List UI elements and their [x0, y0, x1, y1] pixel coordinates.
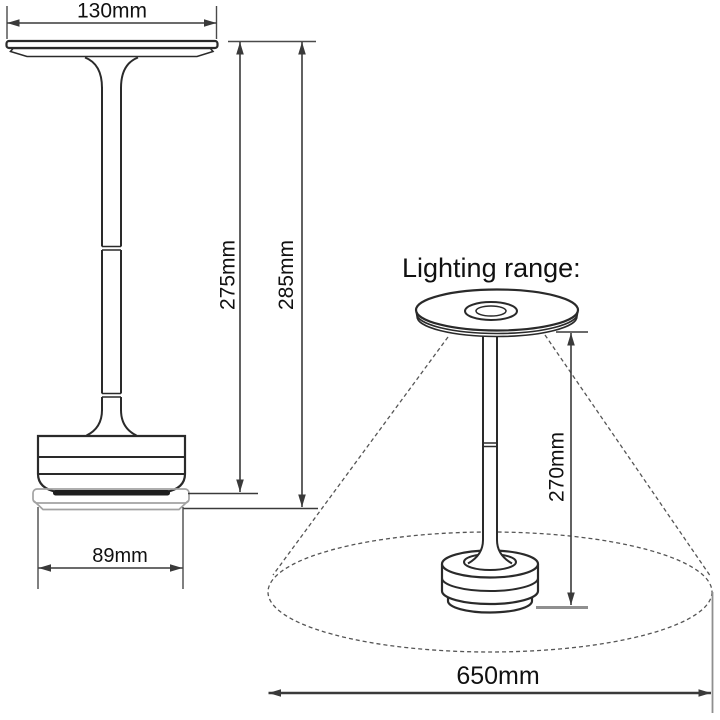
dimension-base-width: 89mm: [37, 507, 184, 589]
label-270mm: 270mm: [546, 432, 569, 502]
head-top-face: [414, 288, 580, 332]
neck-left-curve: [84, 56, 103, 89]
base-pad: [32, 488, 190, 504]
lighting-range-view: 270mm 650mm Lighting range:: [267, 253, 714, 713]
lighting-range-heading: Lighting range:: [402, 253, 581, 283]
base-outline: [36, 434, 187, 494]
stem-flare-left: [86, 409, 103, 437]
label-89mm: 89mm: [92, 545, 148, 567]
light-cone-right-line: [544, 334, 712, 578]
lamp-stem: [86, 87, 137, 437]
lamp-3d-stem: [467, 333, 513, 565]
lamp-head: [5, 39, 219, 89]
lamp-3d-base: [440, 549, 540, 614]
lamp-front-view: 130mm 275mm 285mm 89mm: [5, 0, 318, 589]
label-275mm: 275mm: [217, 240, 240, 310]
label-130mm: 130mm: [77, 0, 147, 23]
base-ring-line: [441, 577, 539, 592]
head-ring-inner: [475, 305, 507, 317]
base-dark-band: [53, 490, 170, 496]
stem-flare-right: [120, 409, 137, 437]
neck-right-curve: [120, 56, 139, 89]
label-285mm: 285mm: [275, 240, 298, 310]
dimension-heights: 275mm 285mm: [183, 40, 318, 510]
base-pad-bevel: [33, 500, 189, 511]
stem-fill: [467, 333, 513, 564]
stem-right-edge: [496, 333, 513, 565]
lamp-3d-head: [414, 288, 580, 338]
dimension-light-diameter: 650mm: [268, 662, 711, 697]
head-ring-outer: [464, 301, 518, 321]
head-top-bar: [5, 39, 219, 50]
lamp-base: [32, 434, 190, 511]
label-650mm: 650mm: [456, 662, 539, 690]
stem-left-edge: [467, 333, 484, 565]
dimension-top-width: 130mm: [6, 0, 218, 39]
head-rim: [9, 47, 215, 58]
light-cone-left-line: [272, 336, 449, 576]
dimension-lamp-height: 270mm: [536, 331, 588, 609]
